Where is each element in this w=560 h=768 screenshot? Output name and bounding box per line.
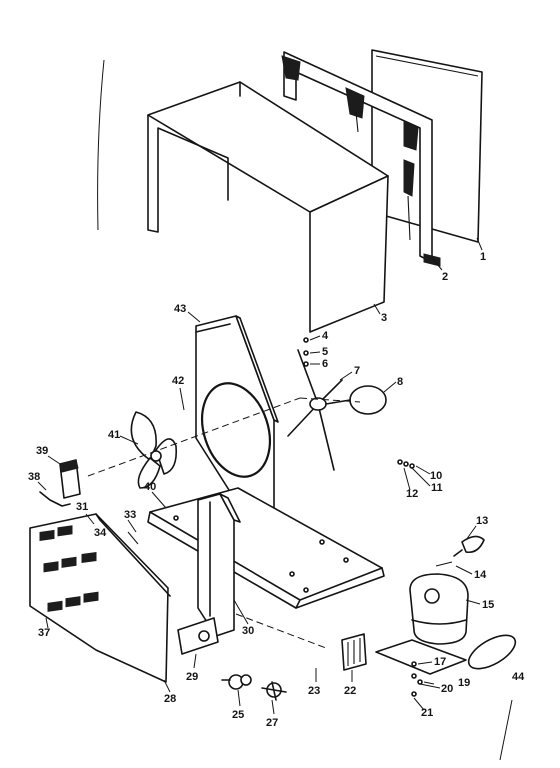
centerline-evap <box>87 397 301 477</box>
rear-frame <box>281 51 441 267</box>
callout-labels: 1 2 3 4 5 6 7 8 10 11 12 13 14 15 17 19 … <box>28 251 525 729</box>
compressor <box>375 573 469 675</box>
callout-6: 6 <box>322 358 328 370</box>
callout-28: 28 <box>164 693 176 705</box>
callout-31: 31 <box>76 501 88 513</box>
callout-7: 7 <box>354 365 360 377</box>
callout-1: 1 <box>480 251 486 263</box>
callout-19: 19 <box>458 677 470 689</box>
centerline-base <box>235 613 327 649</box>
callout-14: 14 <box>474 569 487 581</box>
callout-25: 25 <box>232 709 244 721</box>
filter-drier <box>467 634 517 670</box>
callout-5: 5 <box>322 346 328 358</box>
callout-23: 23 <box>308 685 320 697</box>
valve-fitting-25 <box>221 674 252 690</box>
callout-17: 17 <box>434 656 446 668</box>
screws-4-5-6 <box>303 337 309 367</box>
callout-4: 4 <box>322 330 329 342</box>
callout-20: 20 <box>441 683 453 695</box>
leader-lines <box>37 237 483 715</box>
callout-43: 43 <box>174 303 186 315</box>
fan-shroud <box>195 315 279 543</box>
callout-39: 39 <box>36 445 48 457</box>
fan-motor <box>325 385 387 415</box>
callout-21: 21 <box>421 707 433 719</box>
callout-30: 30 <box>242 625 254 637</box>
callout-29: 29 <box>186 671 198 683</box>
cabinet-wrapper <box>147 81 389 333</box>
centerline-cond <box>299 397 361 403</box>
callout-27: 27 <box>266 717 278 729</box>
callout-12: 12 <box>406 488 418 500</box>
callout-37: 37 <box>38 627 50 639</box>
callout-11: 11 <box>431 482 443 494</box>
callout-33: 33 <box>124 509 136 521</box>
callout-42: 42 <box>172 375 184 387</box>
valve-fitting-27 <box>261 681 287 701</box>
callout-15: 15 <box>482 599 494 611</box>
callout-34: 34 <box>94 527 107 539</box>
callout-44: 44 <box>512 671 525 683</box>
callout-10: 10 <box>430 470 442 482</box>
lead-wire-14 <box>435 561 453 567</box>
screws-10-11-12 <box>397 459 415 469</box>
partition-panel <box>197 493 241 637</box>
callout-8: 8 <box>397 376 403 388</box>
callout-41: 41 <box>108 429 120 441</box>
overload-protector <box>453 535 485 557</box>
callout-3: 3 <box>381 312 387 324</box>
callout-38: 38 <box>28 471 40 483</box>
margin-line-lower <box>499 699 513 761</box>
terminal-block <box>341 633 367 671</box>
base-pan <box>147 487 385 609</box>
condenser-fan-blade <box>287 349 343 471</box>
control-panel <box>29 513 171 683</box>
callout-13: 13 <box>476 515 488 527</box>
callout-22: 22 <box>344 685 356 697</box>
margin-line <box>97 59 105 231</box>
switch-bracket <box>177 617 219 655</box>
capacitor-bracket <box>39 491 71 507</box>
callout-40: 40 <box>144 481 156 493</box>
capacitor <box>59 459 81 499</box>
evaporator-fan-blade <box>130 411 178 489</box>
callout-2: 2 <box>442 271 448 283</box>
